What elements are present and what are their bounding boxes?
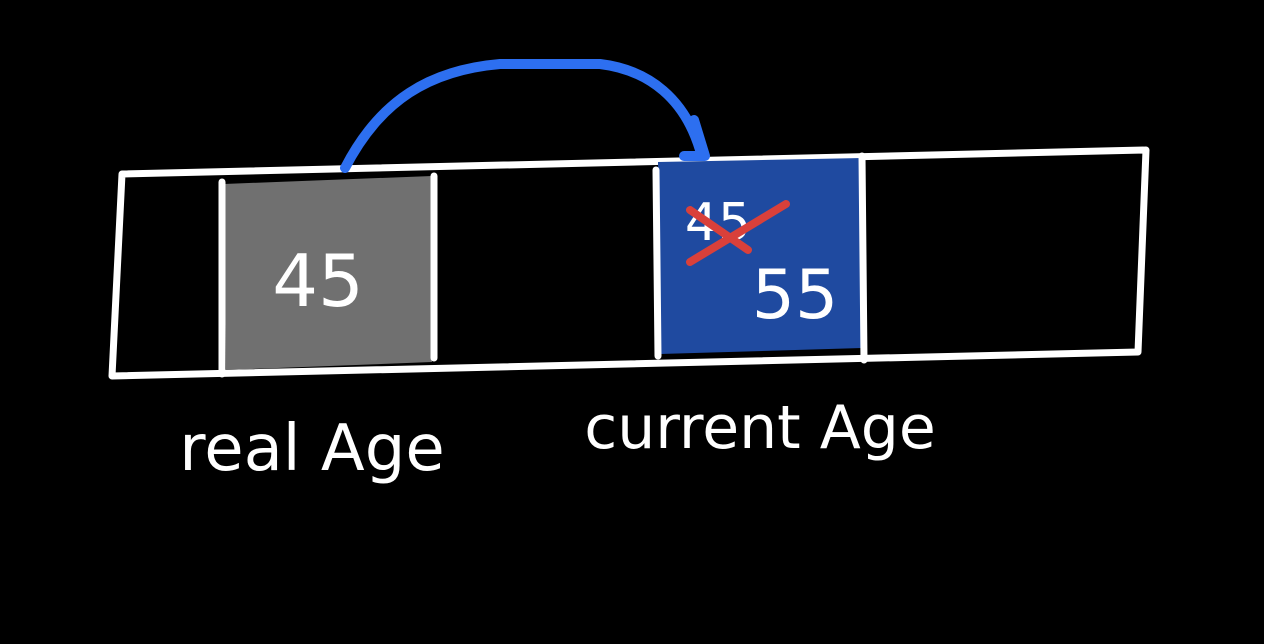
real-age-label: real Age [179, 412, 444, 486]
real-age-value: 45 [272, 239, 364, 323]
current-age-cell-left-border [652, 166, 662, 360]
current-age-new-value: 55 [752, 256, 839, 335]
copy-arrow-head [679, 115, 710, 161]
copy-arrow [340, 59, 705, 173]
current-age-cell [658, 158, 862, 354]
strike-mark [686, 200, 790, 266]
memory-strip-outline [108, 146, 1150, 380]
real-age-cell [224, 176, 432, 370]
current-age-cell-right-border [858, 152, 868, 364]
current-age-label: current Age [584, 393, 936, 463]
